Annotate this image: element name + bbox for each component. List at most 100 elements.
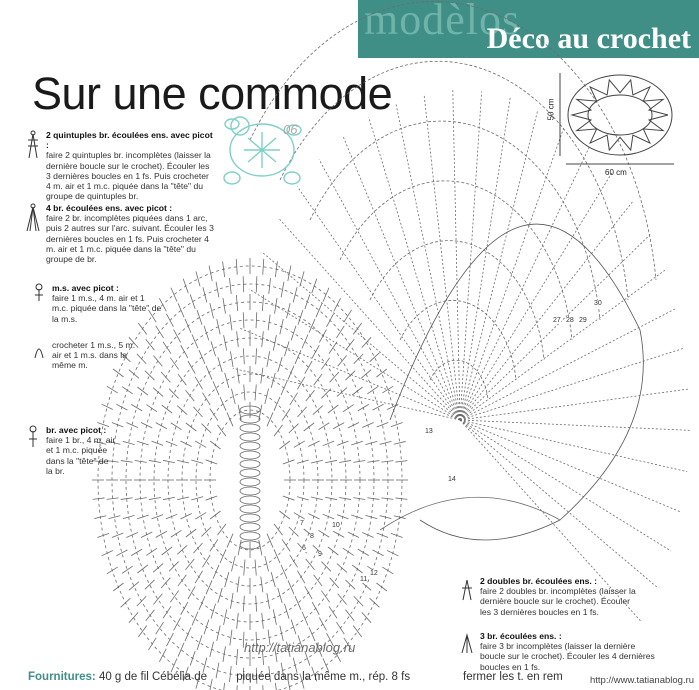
chart-stroke [120,497,133,500]
chart-stroke [311,278,318,294]
legend-title: 4 br. écoulées ens. avec picot : [46,203,173,213]
page-headline: Sur une commode [32,68,393,119]
chart-stroke [185,558,195,571]
chart-stroke [262,258,265,275]
chart-stroke [152,563,164,573]
chart-stroke [299,673,305,689]
round-number: 28 [566,317,574,324]
chart-stroke [136,353,147,365]
chart-stroke [379,441,392,445]
chain-loop-icon [32,340,46,370]
chart-stroke [258,539,263,556]
chart-stroke [134,497,147,500]
double-quintuple-stitch-icon [26,130,40,160]
chart-stroke [277,587,283,603]
chart-stroke [239,414,261,424]
chart-stroke [376,582,388,592]
chart-stroke [459,419,688,473]
chart-stroke [322,658,330,673]
chart-stroke [209,303,214,319]
chart-stroke [205,365,213,380]
chart-stroke [182,278,189,294]
chart-stroke [101,403,113,410]
chart-stroke [360,581,372,591]
chart-stroke [159,297,167,312]
chart-stroke [106,460,119,463]
chart-stroke [155,325,164,339]
chart-stroke [311,345,320,359]
chart-stroke [268,278,271,294]
chart-stroke [297,635,304,651]
chart-stroke [145,609,155,622]
four-treble-cluster-icon [26,203,40,233]
chart-stroke [287,365,295,380]
chart-stroke [239,540,261,550]
chart-stroke [120,597,131,608]
chart-stroke [352,322,363,335]
chart-stroke [194,512,207,520]
chart-stroke [194,570,203,584]
legend-desc: faire 3 br incomplètes (laisser la derni… [480,641,655,672]
chart-stroke [357,548,369,556]
chart-stroke [311,666,318,682]
chart-stroke [277,357,283,373]
chart-stroke [177,574,187,587]
chart-stroke [361,612,372,623]
chart-stroke [189,650,196,666]
chart-stroke [217,424,227,437]
chart-stroke [248,288,461,421]
chart-stroke [297,570,306,584]
chart-stroke [140,531,153,538]
chart-stroke [267,314,271,331]
chart-stroke [224,571,230,588]
chart-stroke [236,649,239,666]
chart-stroke [353,595,364,607]
round-number: 11 [360,576,368,583]
chart-stroke [325,459,338,464]
chart-stroke [232,367,461,421]
chart-stroke [362,532,374,538]
chart-stroke [198,595,206,611]
chart-stroke [242,276,245,293]
chart-stroke [128,369,140,379]
legend-title: 3 br. écoulées ens. : [480,631,562,641]
chart-stroke [351,514,363,520]
chart-stroke [230,593,234,609]
chart-stroke [372,549,384,557]
chart-stroke [336,325,345,339]
chart-stroke [255,667,258,684]
chart-stroke [321,590,330,603]
chart-stroke [217,587,223,603]
chart-stroke [308,318,316,333]
chart-stroke [242,631,245,648]
chart-stroke [339,180,573,341]
round-number: 10 [332,522,340,529]
section-banner: modèlos Déco au crochet [358,0,699,58]
chart-stroke [395,103,461,421]
turtle-icon [223,116,302,185]
chart-stroke [262,685,264,690]
chart-stroke [292,657,298,673]
chart-stroke [308,513,320,520]
chart-stroke [382,385,394,394]
supplies-text-c: fermer les t. en rem [463,671,563,683]
chart-stroke [184,318,192,333]
chart-stroke [279,510,291,520]
round-number: 13 [425,428,433,435]
chart-stroke [108,515,121,519]
chart-stroke [395,460,408,463]
chart-stroke [297,376,306,390]
chart-stroke [166,632,174,647]
chart-stroke [180,601,189,615]
chart-stroke [376,422,389,428]
chart-stroke [193,542,203,554]
chart-stroke [342,404,354,413]
chart-stroke [222,646,226,662]
chart-stroke [153,355,163,367]
chart-stroke [367,386,379,395]
chart-stroke [137,386,149,396]
chart-stroke [309,120,601,321]
legend-desc: faire 2 doubles br. incomplètes (laisser… [480,586,636,617]
chart-stroke [345,370,356,381]
chart-stroke [336,563,348,573]
